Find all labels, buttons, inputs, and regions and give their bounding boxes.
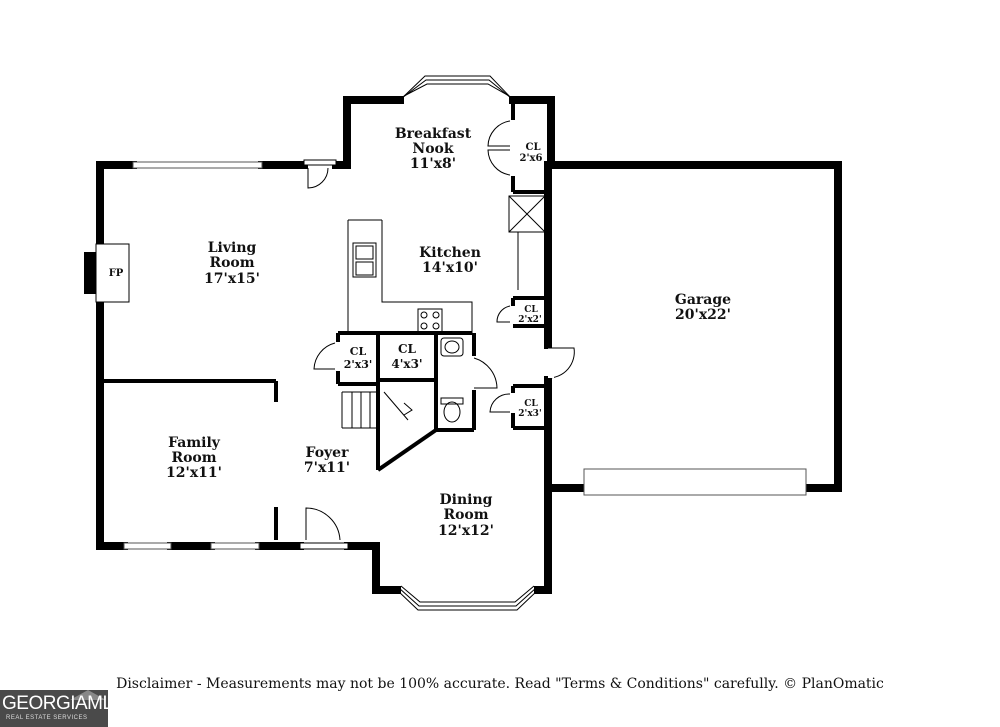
living-room-label-2: Room xyxy=(209,255,254,271)
closet-stair-right-label: CL xyxy=(398,342,417,356)
closet-nook-label: CL xyxy=(526,142,541,153)
living-room-label-1: Living xyxy=(208,240,257,256)
fireplace-label: FP xyxy=(109,268,124,279)
breakfast-nook-label-2: Nook xyxy=(412,141,453,157)
family-room-label-1: Family xyxy=(168,435,221,451)
bay-window-top xyxy=(399,75,514,101)
closet-kitchen-size: 2'x2' xyxy=(518,315,541,325)
family-room-label-2: Room xyxy=(171,450,216,466)
doors xyxy=(299,120,575,550)
georgia-mls-logo: GEORGIAMLS REAL ESTATE SERVICES xyxy=(0,690,125,727)
closet-stair-right-size: 4'x3' xyxy=(391,357,422,371)
closet-stair-left-size: 2'x3' xyxy=(344,358,373,371)
disclaimer-text: Disclaimer - Measurements may not be 100… xyxy=(116,676,884,692)
house-roof-icon xyxy=(70,690,106,700)
logo-sub-text: REAL ESTATE SERVICES xyxy=(6,715,88,721)
breakfast-nook-size: 11'x8' xyxy=(410,156,456,172)
bay-window-bottom xyxy=(396,585,539,611)
interior-walls xyxy=(104,100,548,540)
closet-garage-label: CL xyxy=(524,399,538,409)
living-room-size: 17'x15' xyxy=(204,271,260,287)
family-room-size: 12'x11' xyxy=(166,465,222,481)
foyer-size: 7'x11' xyxy=(304,460,350,476)
bathroom-fixtures xyxy=(440,337,464,423)
stairs xyxy=(341,391,413,429)
windows xyxy=(123,161,807,550)
dining-room-size: 12'x12' xyxy=(438,523,494,539)
closet-nook-size: 2'x6 xyxy=(520,153,543,164)
fireplace-outline xyxy=(84,243,130,303)
breakfast-nook-label-1: Breakfast xyxy=(395,126,472,142)
closet-stair-left-label: CL xyxy=(350,345,367,358)
exterior-walls xyxy=(96,96,842,594)
floor-plan: Breakfast Nook 11'x8' CL 2'x6 Living Roo… xyxy=(84,75,842,611)
dining-room-label-1: Dining xyxy=(440,492,493,508)
garage-label: Garage xyxy=(675,292,731,308)
closet-garage-size: 2'x3' xyxy=(518,409,541,419)
logo-main-text: GEORGIAMLS xyxy=(2,693,125,714)
foyer-label: Foyer xyxy=(306,445,350,461)
kitchen-size: 14'x10' xyxy=(422,260,478,276)
garage-size: 20'x22' xyxy=(675,307,731,323)
kitchen-label: Kitchen xyxy=(419,245,481,261)
kitchen-counters xyxy=(347,195,546,333)
closet-kitchen-label: CL xyxy=(524,305,538,315)
dining-room-label-2: Room xyxy=(443,507,488,523)
room-labels: Breakfast Nook 11'x8' CL 2'x6 Living Roo… xyxy=(109,126,731,539)
